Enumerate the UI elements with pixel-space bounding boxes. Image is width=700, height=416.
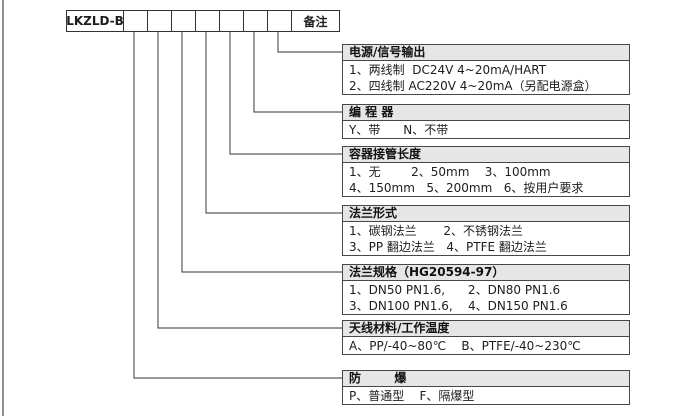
section-body: 1、无 2、50mm 3、100mm 4、150mm 5、200mm 6、按用户…: [342, 163, 630, 197]
code-digit-cell-6: [243, 11, 267, 31]
code-digit-cell-4: [195, 11, 219, 31]
section-title: 法兰规格（HG20594-97）: [342, 264, 630, 281]
section-option-line: P、普通型 F、隔爆型: [349, 389, 475, 403]
section-option-line: 3、DN100 PN1.6, 4、DN150 PN1.6: [349, 299, 568, 313]
section-title: 法兰形式: [342, 205, 630, 222]
remark-cell: 备注: [291, 11, 339, 31]
connector-explosion-proof: [133, 32, 342, 379]
section-title: 防 爆: [342, 370, 630, 387]
code-digit-cell-1: [123, 11, 147, 31]
model-prefix-cell: LKZLD-B: [66, 14, 124, 28]
connector-flange-spec: [181, 32, 342, 273]
model-code-table: LKZLD-B 备注: [66, 10, 340, 32]
section-explosion-proof: 防 爆 P、普通型 F、隔爆型: [342, 370, 630, 405]
connector-antenna-material: [157, 32, 342, 329]
code-digit-cell-2: [147, 11, 171, 31]
section-antenna-material: 天线材料/工作温度 A、PP/-40~80℃ B、PTFE/-40~230℃: [342, 320, 630, 355]
section-title: 天线材料/工作温度: [342, 320, 630, 337]
connector-flange-form: [205, 32, 342, 214]
section-option-line: 1、DN50 PN1.6, 2、DN80 PN1.6: [349, 283, 561, 297]
section-body: 1、DN50 PN1.6, 2、DN80 PN1.6 3、DN100 PN1.6…: [342, 281, 630, 315]
code-digit-cell-5: [219, 11, 243, 31]
section-body: 1、碳钢法兰 2、不锈钢法兰 3、PP 翻边法兰 4、PTFE 翻边法兰: [342, 222, 630, 256]
section-option-line: A、PP/-40~80℃ B、PTFE/-40~230℃: [349, 339, 581, 353]
section-title: 编 程 器: [342, 104, 630, 121]
code-digit-cell-7: [267, 11, 291, 31]
section-option-line: 4、150mm 5、200mm 6、按用户要求: [349, 181, 584, 195]
section-pipe-length: 容器接管长度 1、无 2、50mm 3、100mm 4、150mm 5、200m…: [342, 146, 630, 197]
section-option-line: 1、两线制 DC24V 4~20mA/HART: [349, 63, 547, 77]
connector-programmer: [253, 32, 342, 113]
section-option-line: Y、带 N、不带: [349, 123, 449, 137]
section-power-signal-output: 电源/信号输出 1、两线制 DC24V 4~20mA/HART 2、四线制 AC…: [342, 44, 630, 95]
section-title: 电源/信号输出: [342, 44, 630, 61]
section-programmer: 编 程 器 Y、带 N、不带: [342, 104, 630, 139]
section-option-line: 2、四线制 AC220V 4~20mA（另配电源盒）: [349, 79, 597, 93]
section-flange-form: 法兰形式 1、碳钢法兰 2、不锈钢法兰 3、PP 翻边法兰 4、PTFE 翻边法…: [342, 205, 630, 256]
section-body: 1、两线制 DC24V 4~20mA/HART 2、四线制 AC220V 4~2…: [342, 61, 630, 95]
section-body: P、普通型 F、隔爆型: [342, 387, 630, 405]
connector-power-signal: [277, 32, 342, 53]
code-digit-cell-3: [171, 11, 195, 31]
section-option-line: 1、碳钢法兰 2、不锈钢法兰: [349, 224, 523, 238]
section-title: 容器接管长度: [342, 146, 630, 163]
section-option-line: 3、PP 翻边法兰 4、PTFE 翻边法兰: [349, 240, 547, 254]
section-option-line: 1、无 2、50mm 3、100mm: [349, 165, 551, 179]
section-body: A、PP/-40~80℃ B、PTFE/-40~230℃: [342, 337, 630, 355]
page-border-line: [2, 0, 4, 416]
connector-pipe-length: [229, 32, 342, 155]
section-flange-spec: 法兰规格（HG20594-97） 1、DN50 PN1.6, 2、DN80 PN…: [342, 264, 630, 315]
section-body: Y、带 N、不带: [342, 121, 630, 139]
